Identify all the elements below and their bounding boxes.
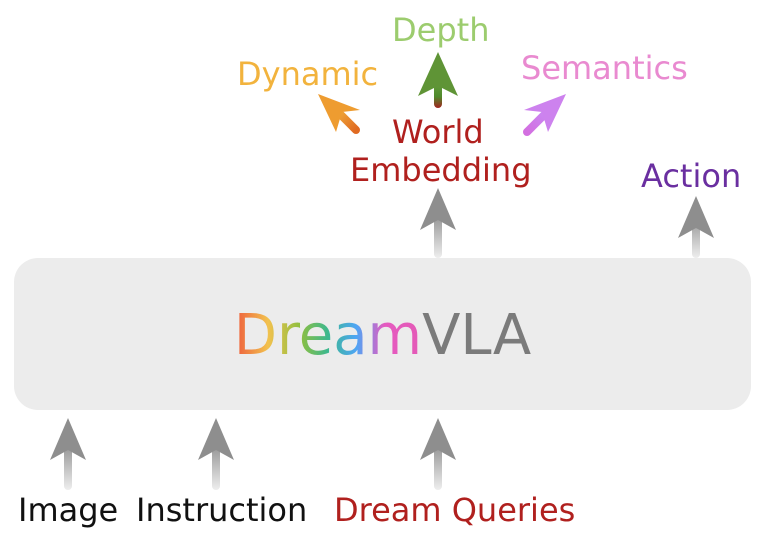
dreamvla-model-box: DreamVLA	[14, 258, 751, 410]
input-instruction-label: Instruction	[136, 491, 308, 529]
model-title: DreamVLA	[14, 308, 751, 364]
model-title-vla: VLA	[422, 303, 532, 368]
world-embedding-line2: Embedding	[350, 151, 532, 189]
action-label: Action	[641, 157, 742, 195]
arrow-depth-up	[418, 52, 458, 108]
arrow-dynamic-diag	[318, 94, 360, 134]
arrow-world-embedding-up	[420, 188, 456, 258]
arrow-instruction-up	[198, 418, 234, 490]
world-embedding-line1: World	[392, 113, 484, 151]
input-image-label: Image	[18, 491, 119, 529]
depth-label: Depth	[392, 11, 490, 49]
model-title-dream: Dream	[233, 303, 423, 368]
arrow-dream-queries-up	[420, 418, 456, 490]
input-dream-queries-label: Dream Queries	[334, 491, 576, 529]
arrow-action-up	[678, 196, 714, 258]
arrow-semantics-diag	[523, 94, 566, 136]
dynamic-label: Dynamic	[237, 55, 379, 93]
arrow-image-up	[50, 418, 86, 490]
semantics-label: Semantics	[521, 49, 688, 87]
